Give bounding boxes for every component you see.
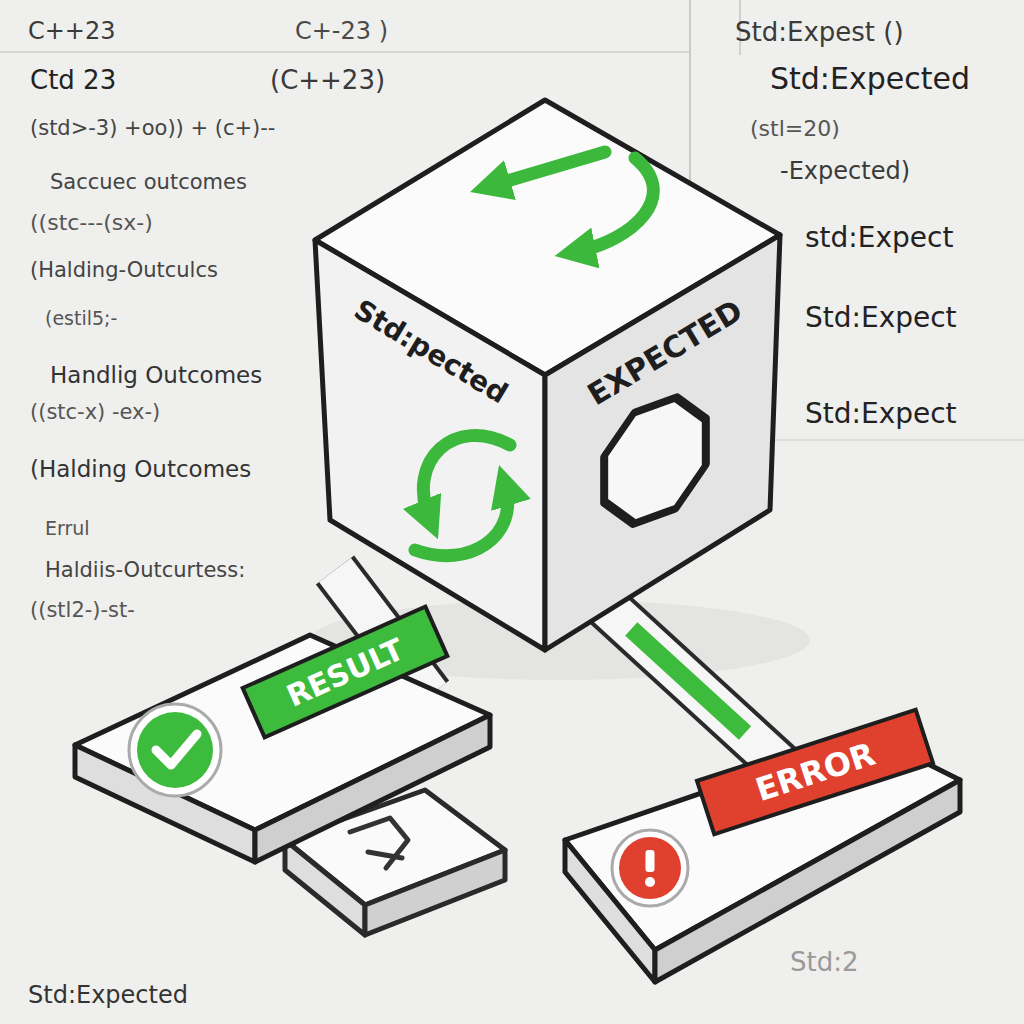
alert-bar bbox=[646, 850, 655, 872]
background-text: Std:Expected bbox=[770, 62, 970, 97]
background-text: Std:Expected bbox=[28, 982, 188, 1010]
background-text: -Expected) bbox=[780, 158, 910, 186]
tile-side bbox=[655, 780, 960, 982]
ramp-green-bar bbox=[631, 629, 745, 733]
error-band bbox=[697, 710, 933, 834]
background-text: Std:Expect bbox=[805, 398, 957, 430]
background-text: Saccuec outcomes bbox=[50, 170, 247, 194]
node-shape bbox=[305, 90, 790, 660]
check-disc bbox=[137, 712, 213, 788]
check-mark bbox=[156, 734, 197, 765]
node-shape bbox=[550, 700, 970, 985]
background-text: Errul bbox=[45, 518, 90, 540]
background-text: C++23 bbox=[28, 18, 116, 46]
node-shape bbox=[60, 600, 500, 870]
ramp-connector bbox=[605, 605, 780, 765]
background-text: ((stc---(sx-) bbox=[30, 210, 153, 235]
tile-glyph bbox=[350, 818, 408, 868]
background-text: (estil5;- bbox=[45, 308, 117, 330]
background-text: Std:2 bbox=[790, 948, 859, 978]
check-ring bbox=[129, 704, 221, 796]
background-text: (std>-3) +oo)) + (c+)-- bbox=[30, 116, 275, 140]
background-text: Std:Expect bbox=[805, 302, 957, 334]
ramp-outline bbox=[605, 605, 780, 765]
background-text: (stl=20) bbox=[750, 116, 840, 141]
background-text: ((stc-x) -ex-) bbox=[30, 400, 160, 424]
background-text: Handlig Outcomes bbox=[50, 362, 262, 388]
background-text: Ctd 23 bbox=[30, 66, 116, 96]
cycle-arrow bbox=[415, 485, 508, 556]
rule-line bbox=[0, 51, 690, 53]
background-text: Std:Expest () bbox=[735, 18, 904, 48]
background-text: (C++23) bbox=[270, 66, 385, 96]
cube-right-face bbox=[545, 235, 780, 650]
background-text: std:Expect bbox=[805, 222, 953, 254]
octagon-symbol bbox=[604, 387, 706, 535]
background-text: C+-23 ) bbox=[295, 18, 388, 46]
alert-dot bbox=[645, 877, 655, 887]
cycle-arrow bbox=[490, 152, 605, 186]
cube-node: Std:pectedEXPECTED bbox=[305, 90, 790, 660]
cycle-arrow bbox=[423, 435, 510, 520]
background-text: Haldiis-Outcurtess: bbox=[45, 558, 245, 582]
alert-disc bbox=[619, 837, 681, 899]
cube-left-face bbox=[315, 240, 545, 650]
background-text: (Halding-Outculcs bbox=[30, 258, 218, 282]
error-tile: ERROR bbox=[550, 700, 970, 985]
tile-side bbox=[255, 715, 490, 862]
alert-ring bbox=[612, 830, 688, 906]
result-tile: RESULT bbox=[60, 600, 500, 870]
background-text: ((stl2-)-st- bbox=[30, 598, 135, 622]
result-band bbox=[243, 607, 448, 738]
ramp-surface bbox=[605, 605, 780, 765]
cycle-arrow bbox=[575, 158, 653, 252]
background-text: (Halding Outcomes bbox=[30, 456, 251, 482]
